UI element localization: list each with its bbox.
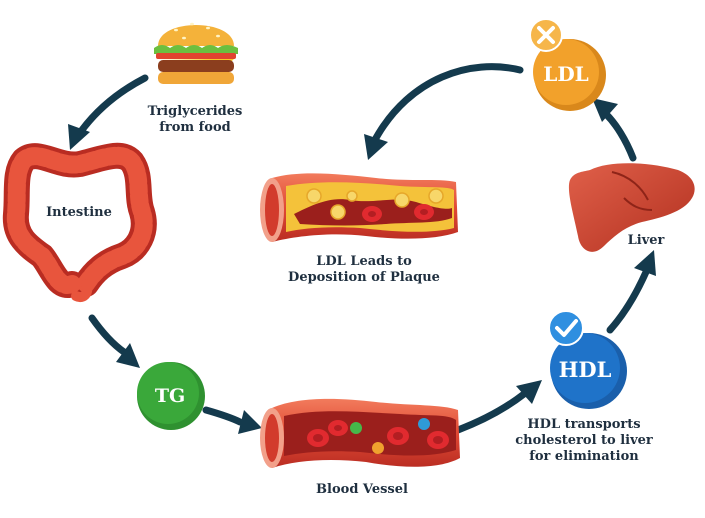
checkmark-icon (548, 310, 584, 346)
hdl-label: HDL (559, 357, 612, 382)
blood-vessel-icon (260, 398, 460, 468)
cycle-arrows (68, 63, 656, 434)
ldl-label: LDL (543, 62, 588, 86)
arrow-food-to-intestine-head (68, 124, 90, 150)
arrow-hdl-to-liver (606, 268, 650, 334)
arrow-liver-to-ldl (602, 110, 637, 162)
plaque-vessel-icon (260, 173, 458, 242)
intestine-icon (2, 142, 157, 302)
tg-label: TG (155, 385, 185, 407)
ldl-badge: LDL (529, 18, 606, 111)
arrow-vessel-to-hdl-head (516, 380, 542, 404)
arrow-tg-to-vessel-head (238, 410, 262, 434)
arrow-intestine-to-tg (88, 314, 128, 356)
liver-icon (568, 163, 695, 252)
plaque-caption: LDL Leads to Deposition of Plaque (288, 254, 440, 285)
arrow-hdl-to-liver-head (634, 250, 656, 276)
arrow-tg-to-vessel (202, 406, 244, 426)
arrow-liver-to-ldl-head (592, 98, 618, 122)
intestine-label: Intestine (46, 205, 112, 220)
arrow-ldl-to-plaque (372, 63, 524, 142)
hdl-caption: HDL transports cholesterol to liver for … (515, 417, 653, 464)
food-label: Triglycerides from food (147, 104, 243, 135)
blood-vessel-label: Blood Vessel (316, 482, 408, 497)
burger-icon (154, 22, 238, 84)
arrow-intestine-to-tg-head (116, 343, 140, 368)
hdl-badge: HDL (548, 310, 627, 409)
arrow-food-to-intestine (78, 74, 149, 134)
arrow-vessel-to-hdl (454, 390, 528, 434)
tg-badge: TG (137, 362, 205, 430)
arrow-ldl-to-plaque-head (364, 134, 388, 160)
liver-label: Liver (627, 233, 665, 248)
